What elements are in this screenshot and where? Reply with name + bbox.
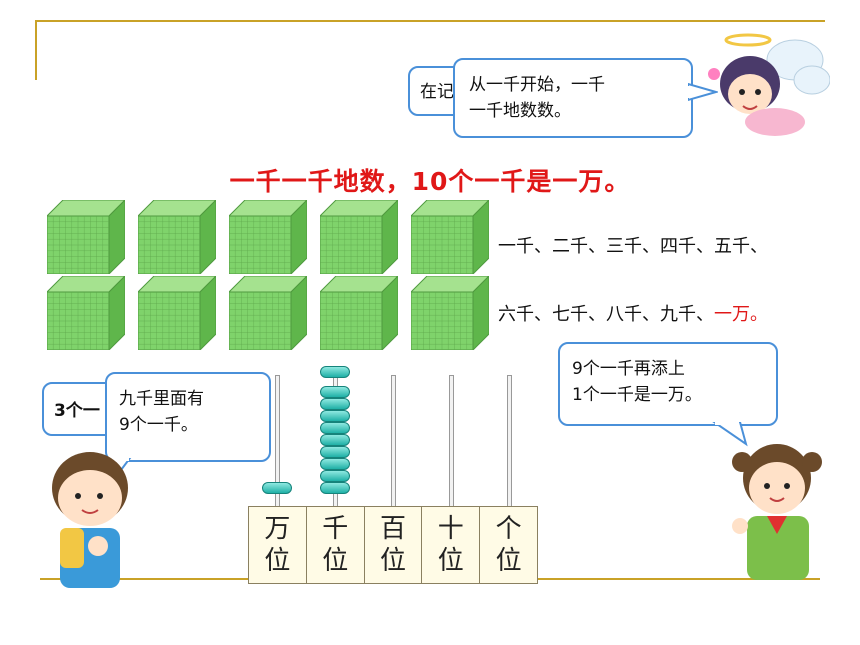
thousand-cube [45, 198, 127, 276]
bubble-text: 3个一 [54, 401, 100, 421]
place-value-suffix: 位 [264, 546, 291, 576]
place-value-cell: 百位 [365, 507, 423, 583]
speech-bubble-top-tail [688, 82, 718, 102]
place-value-cell: 个位 [480, 507, 537, 583]
place-value-cell: 十位 [422, 507, 481, 583]
thousand-cube [45, 274, 127, 352]
place-value-name: 个 [495, 514, 522, 544]
counting-row-2: 六千、七千、八千、九千、一万。 [498, 300, 768, 326]
speech-bubble-top: 从一千开始，一千 一千地数数。 [453, 58, 693, 138]
abacus-bead [320, 446, 350, 458]
abacus-bead [320, 422, 350, 434]
abacus-bead [320, 470, 350, 482]
bubble-text-line2: 一千地数数。 [469, 101, 571, 121]
thousand-cube [318, 274, 400, 352]
place-value-suffix: 位 [322, 546, 349, 576]
abacus-rod [507, 375, 512, 507]
abacus-bead [320, 410, 350, 422]
abacus-rod [391, 375, 396, 507]
bubble-text-line2: 1个一千是一万。 [572, 385, 702, 405]
frame-left-line [35, 20, 37, 80]
place-value-name: 十 [437, 514, 464, 544]
bubble-text-line1: 从一千开始，一千 [469, 75, 605, 95]
abacus-bead [320, 434, 350, 446]
place-value-suffix: 位 [379, 546, 406, 576]
speech-bubble-left: 九千里面有 9个一千。 [105, 372, 271, 462]
place-value-board: 万位千位百位十位个位 [248, 506, 538, 584]
place-value-suffix: 位 [495, 546, 522, 576]
abacus-bead [320, 482, 350, 494]
bubble-text-line2: 9个一千。 [119, 415, 198, 435]
angel-girl-illustration [708, 33, 830, 136]
thousand-cube [409, 274, 491, 352]
place-value-name: 千 [322, 514, 349, 544]
place-value-suffix: 位 [437, 546, 464, 576]
bubble-text: 在记 [420, 82, 454, 102]
thousand-cube [227, 198, 309, 276]
abacus-rod [449, 375, 454, 507]
girl-illustration [732, 444, 822, 580]
place-value-name: 万 [264, 514, 291, 544]
bubble-text-line1: 9个一千再添上 [572, 359, 685, 379]
place-value-name: 百 [379, 514, 406, 544]
place-value-cell: 千位 [307, 507, 365, 583]
abacus-bead [320, 398, 350, 410]
main-title: 一千一千地数，10个一千是一万。 [229, 167, 631, 196]
thousand-cube [227, 274, 309, 352]
thousand-cube [136, 198, 218, 276]
abacus-bead [320, 458, 350, 470]
thousand-cube [136, 274, 218, 352]
counting-row-1: 一千、二千、三千、四千、五千、 [498, 236, 768, 257]
abacus-bead [262, 482, 292, 494]
thousand-cube [409, 198, 491, 276]
speech-bubble-right-tail [712, 422, 748, 447]
abacus-bead [320, 366, 350, 378]
abacus-bead [320, 386, 350, 398]
boy-illustration [52, 452, 128, 588]
thousand-cube [318, 198, 400, 276]
place-value-cell: 万位 [249, 507, 307, 583]
frame-top-line [35, 20, 825, 22]
bubble-text-line1: 九千里面有 [119, 389, 204, 409]
counting-row-2-red: 一万。 [714, 304, 768, 325]
speech-bubble-right: 9个一千再添上 1个一千是一万。 [558, 342, 778, 426]
counting-row-2-black: 六千、七千、八千、九千、 [498, 304, 714, 325]
